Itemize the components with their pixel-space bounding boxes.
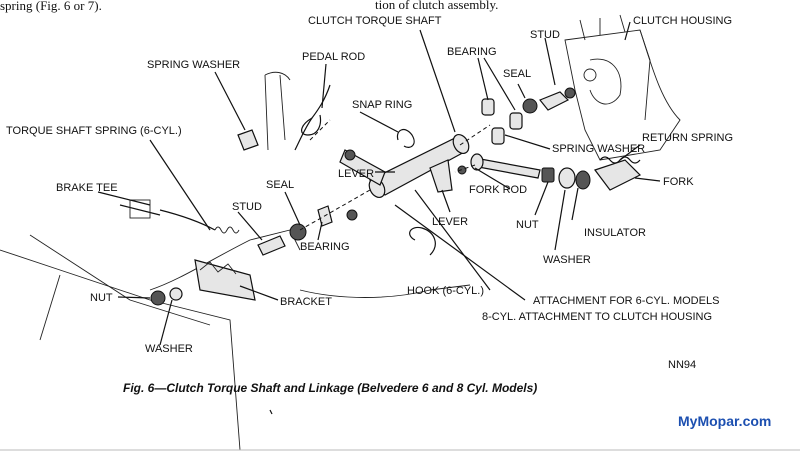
label-hook: HOOK (6-CYL.)	[407, 285, 484, 297]
diagram-artwork	[0, 14, 681, 451]
label-return-spring: RETURN SPRING	[642, 132, 733, 144]
header-left-text: spring (Fig. 6 or 7).	[0, 0, 102, 13]
label-bracket: BRACKET	[280, 296, 332, 308]
label-stud-left: STUD	[232, 201, 262, 213]
watermark-text: MyMopar.com	[678, 413, 771, 429]
label-clutch-torque-shaft: CLUTCH TORQUE SHAFT	[308, 15, 442, 27]
spring-washer-left-part	[237, 129, 259, 151]
torque-shaft-spring-part	[119, 199, 240, 234]
torque-shaft-part	[339, 133, 470, 199]
hook-part	[409, 226, 436, 256]
label-attachment-8cyl: 8-CYL. ATTACHMENT TO CLUTCH HOUSING	[482, 311, 712, 323]
body-panel	[0, 71, 301, 451]
label-torque-shaft-spring: TORQUE SHAFT SPRING (6-CYL.)	[6, 125, 182, 137]
stray-mark	[269, 409, 273, 415]
label-nut-left: NUT	[90, 292, 113, 304]
pedal-rod-part	[294, 84, 331, 151]
label-bearing-top: BEARING	[447, 46, 497, 58]
label-lever-right: LEVER	[432, 216, 468, 228]
label-brake-tee: BRAKE TEE	[56, 182, 118, 194]
label-fork: FORK	[663, 176, 694, 188]
label-clutch-housing: CLUTCH HOUSING	[633, 15, 732, 27]
figure-caption: Fig. 6—Clutch Torque Shaft and Linkage (…	[123, 381, 537, 395]
label-bearing-bottom: BEARING	[300, 241, 350, 253]
snap-ring-part	[396, 128, 415, 148]
bearings-top	[481, 87, 576, 145]
label-code: NN94	[668, 359, 696, 371]
bracket-part	[150, 259, 256, 306]
header-center-text: tion of clutch assembly.	[375, 0, 498, 12]
label-spring-washer-right: SPRING WASHER	[552, 143, 645, 155]
label-insulator: INSULATOR	[584, 227, 646, 239]
label-stud-top: STUD	[530, 29, 560, 41]
label-nut-right: NUT	[516, 219, 539, 231]
label-snap-ring: SNAP RING	[352, 99, 412, 111]
label-spring-washer-left: SPRING WASHER	[147, 59, 240, 71]
label-lever-left: LEVER	[338, 168, 374, 180]
label-seal-left: SEAL	[266, 179, 294, 191]
left-end-parts	[257, 205, 358, 256]
leader-lines	[97, 21, 661, 346]
label-washer-left: WASHER	[145, 343, 193, 355]
part-labels: CLUTCH TORQUE SHAFT CLUTCH HOUSING STUD …	[6, 15, 733, 371]
label-attachment-6cyl: ATTACHMENT FOR 6-CYL. MODELS	[533, 295, 719, 307]
label-fork-rod: FORK ROD	[469, 184, 527, 196]
clutch-housing-part	[564, 14, 681, 161]
label-washer-right: WASHER	[543, 254, 591, 266]
label-seal-top: SEAL	[503, 68, 531, 80]
label-pedal-rod: PEDAL ROD	[302, 51, 365, 63]
